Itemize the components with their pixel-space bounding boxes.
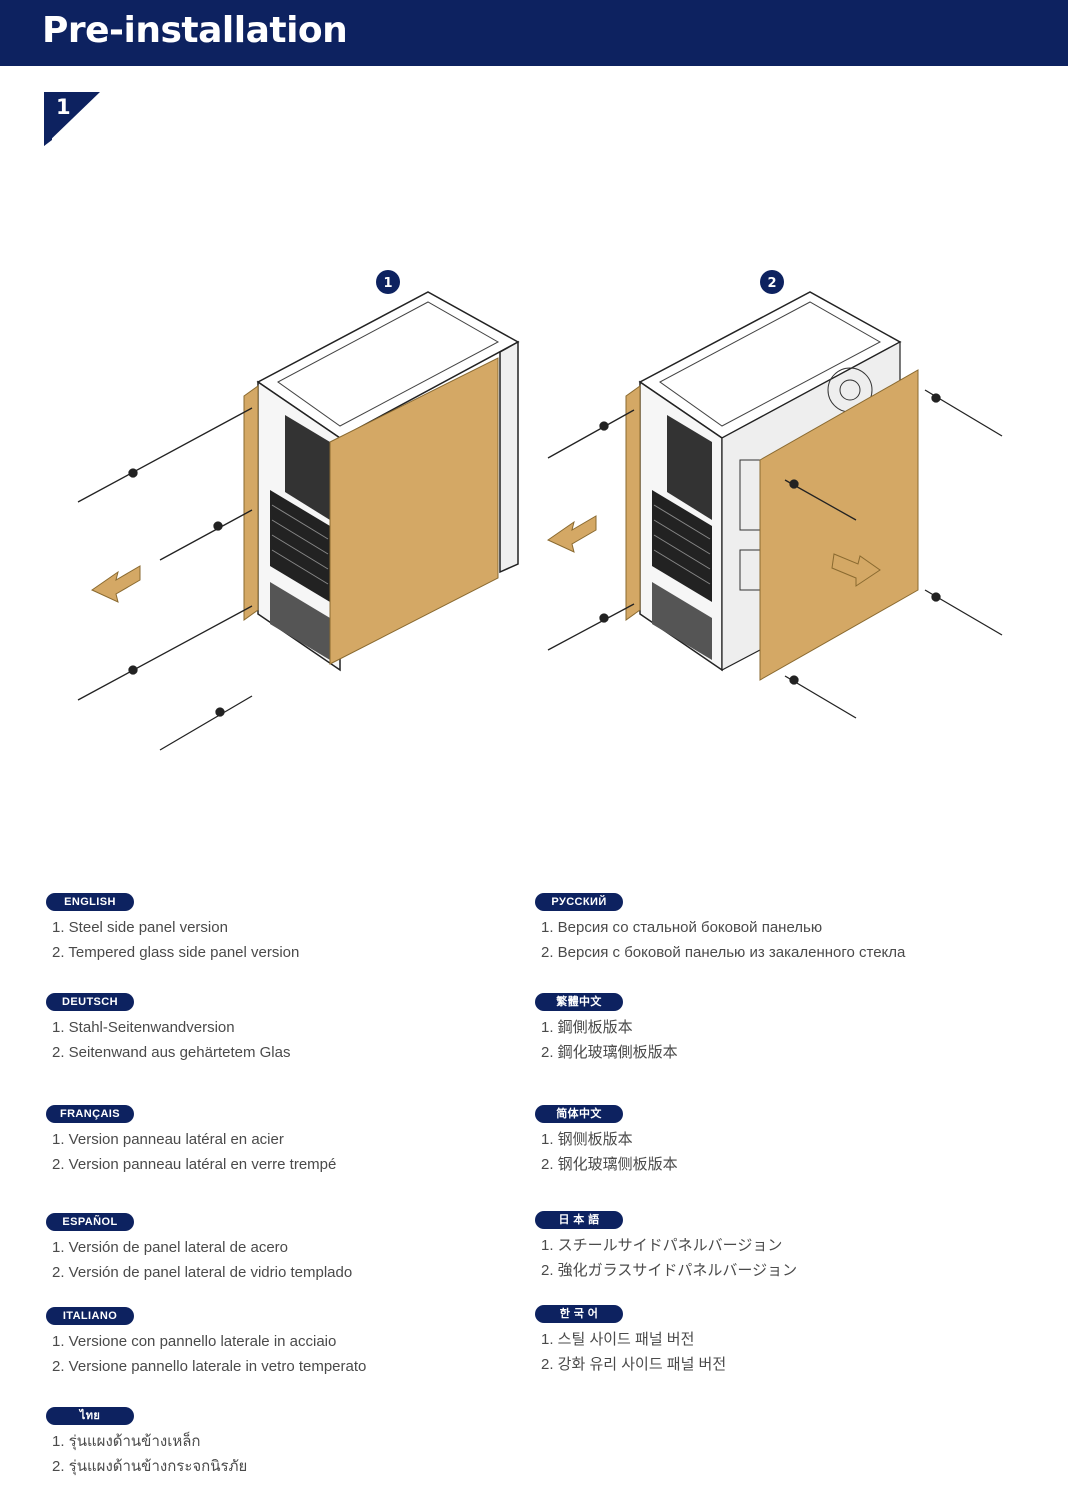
lang-label: DEUTSCH bbox=[46, 993, 134, 1011]
svg-text:2: 2 bbox=[767, 276, 776, 291]
lang-item: 2. Version panneau latéral en verre trem… bbox=[52, 1156, 337, 1173]
page-title: Pre-installation bbox=[42, 10, 348, 51]
lang-item: 2. Версия с боковой панелью из закаленно… bbox=[541, 944, 906, 961]
lang-item: 1. Version panneau latéral en acier bbox=[52, 1131, 284, 1148]
lang-item: 1. 스틸 사이드 패널 버전 bbox=[541, 1331, 695, 1348]
lang-item: 1. 钢侧板版本 bbox=[541, 1131, 633, 1148]
lang-item: 1. Версия со стальной боковой панелью bbox=[541, 919, 823, 936]
lang-label: 한 국 어 bbox=[535, 1305, 623, 1323]
lang-japanese: 日 本 語 1. スチールサイドパネルバージョン 2. 強化ガラスサイドパネルバ… bbox=[535, 1210, 797, 1283]
lang-german: DEUTSCH 1. Stahl-Seitenwandversion 2. Se… bbox=[46, 992, 290, 1065]
lang-item: 1. Versión de panel lateral de acero bbox=[52, 1239, 288, 1256]
case-1-steel-panel bbox=[77, 291, 520, 751]
lang-traditional-chinese: 繁體中文 1. 鋼側板版本 2. 鋼化玻璃側板版本 bbox=[535, 992, 678, 1065]
lang-label: ESPAÑOL bbox=[46, 1213, 134, 1231]
callout-2: 2 bbox=[760, 270, 784, 294]
lang-label: FRANÇAIS bbox=[46, 1105, 134, 1123]
lang-thai: ไทย 1. รุ่นแผงด้านข้างเหล็ก 2. รุ่นแผงด้… bbox=[46, 1406, 247, 1479]
step-badge: 1 bbox=[44, 92, 102, 148]
lang-french: FRANÇAIS 1. Version panneau latéral en a… bbox=[46, 1104, 336, 1177]
lang-item: 2. 強化ガラスサイドパネルバージョン bbox=[541, 1262, 798, 1279]
installation-illustration: 1 2 bbox=[77, 270, 1003, 751]
page-header: Pre-installation bbox=[0, 0, 1068, 66]
lang-spanish: ESPAÑOL 1. Versión de panel lateral de a… bbox=[46, 1212, 352, 1285]
lang-item: 2. Versione pannello laterale in vetro t… bbox=[52, 1358, 367, 1375]
lang-label: 日 本 語 bbox=[535, 1211, 623, 1229]
lang-korean: 한 국 어 1. 스틸 사이드 패널 버전 2. 강화 유리 사이드 패널 버전 bbox=[535, 1304, 726, 1377]
lang-english: ENGLISH 1. Steel side panel version 2. T… bbox=[46, 892, 299, 965]
lang-item: 1. スチールサイドパネルバージョン bbox=[541, 1237, 783, 1254]
lang-item: 1. Stahl-Seitenwandversion bbox=[52, 1019, 235, 1036]
lang-label: РУССКИЙ bbox=[535, 893, 623, 911]
lang-item: 1. Steel side panel version bbox=[52, 919, 228, 936]
lang-label: 简体中文 bbox=[535, 1105, 623, 1123]
svg-text:1: 1 bbox=[383, 276, 392, 291]
lang-item: 1. รุ่นแผงด้านข้างเหล็ก bbox=[52, 1433, 201, 1450]
lang-item: 2. Seitenwand aus gehärtetem Glas bbox=[52, 1044, 291, 1061]
lang-italian: ITALIANO 1. Versione con pannello latera… bbox=[46, 1306, 366, 1379]
step-number: 1 bbox=[56, 95, 71, 119]
lang-russian: РУССКИЙ 1. Версия со стальной боковой па… bbox=[535, 892, 905, 965]
lang-label: ENGLISH bbox=[46, 893, 134, 911]
lang-item: 2. Versión de panel lateral de vidrio te… bbox=[52, 1264, 353, 1281]
step-badge-shape bbox=[44, 92, 100, 146]
lang-simplified-chinese: 简体中文 1. 钢侧板版本 2. 钢化玻璃侧板版本 bbox=[535, 1104, 678, 1177]
lang-item: 2. Tempered glass side panel version bbox=[52, 944, 300, 961]
lang-label: ไทย bbox=[46, 1407, 134, 1425]
lang-label: ITALIANO bbox=[46, 1307, 134, 1325]
lang-item: 2. รุ่นแผงด้านข้างกระจกนิรภัย bbox=[52, 1458, 248, 1475]
lang-item: 2. 강화 유리 사이드 패널 버전 bbox=[541, 1356, 727, 1373]
case-2-glass-panel bbox=[546, 291, 1003, 719]
callout-1: 1 bbox=[376, 270, 400, 294]
lang-item: 2. 鋼化玻璃側板版本 bbox=[541, 1044, 678, 1061]
lang-item: 1. Versione con pannello laterale in acc… bbox=[52, 1333, 337, 1350]
lang-item: 2. 钢化玻璃侧板版本 bbox=[541, 1156, 678, 1173]
lang-label: 繁體中文 bbox=[535, 993, 623, 1011]
lang-item: 1. 鋼側板版本 bbox=[541, 1019, 633, 1036]
